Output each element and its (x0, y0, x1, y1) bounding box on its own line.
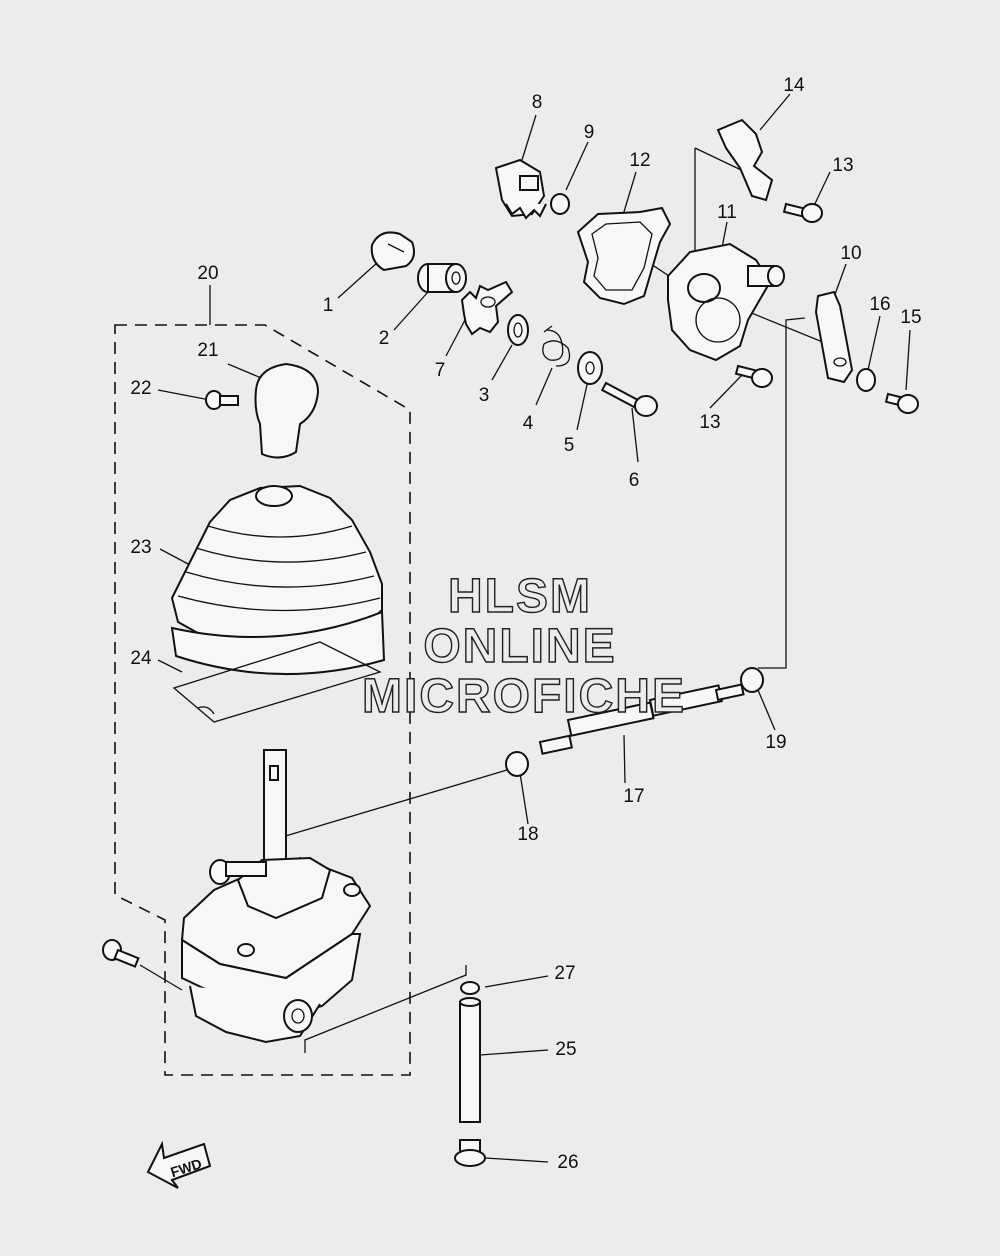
part-2-collar (417, 263, 467, 293)
part-18-nut (505, 751, 529, 777)
callout-15: 15 (900, 307, 921, 328)
callout-3: 3 (479, 385, 490, 406)
callout-1: 1 (323, 295, 334, 316)
part-27-clip (460, 981, 480, 995)
callout-17: 17 (623, 786, 644, 807)
callout-22: 22 (130, 378, 151, 399)
part-23-shift-boot (170, 484, 386, 676)
part-7-gear (460, 280, 514, 336)
callout-13-lower: 13 (699, 412, 720, 433)
part-22-screw (205, 390, 239, 410)
shift-housing-body (180, 856, 372, 1044)
part-16-washer (856, 368, 876, 392)
watermark-line-2: ONLINE (423, 620, 616, 673)
part-13-bolt-lower (734, 364, 773, 388)
part-1-stopper (370, 231, 415, 272)
callout-12: 12 (629, 150, 650, 171)
callout-24: 24 (130, 648, 152, 669)
callout-25: 25 (555, 1039, 576, 1060)
callout-20: 20 (197, 263, 218, 284)
callout-19: 19 (765, 732, 786, 753)
callout-18: 18 (517, 824, 538, 845)
callout-9: 9 (584, 122, 595, 143)
watermark: HLSM ONLINE MICROFICHE (361, 569, 686, 723)
part-11-shift-housing (667, 242, 785, 362)
part-14-clamp (716, 118, 774, 202)
shift-lever-rod (263, 749, 287, 871)
callout-8: 8 (532, 92, 543, 113)
part-21-knob (254, 362, 320, 459)
part-26-grommet (454, 1139, 486, 1167)
part-3-washer (507, 314, 529, 346)
watermark-line-1: HLSM (448, 570, 592, 623)
callouts: 1 2 3 4 5 6 7 8 9 10 11 12 13 13 14 15 1… (130, 75, 921, 1173)
callout-4: 4 (523, 413, 534, 434)
callout-26: 26 (557, 1152, 578, 1173)
callout-14: 14 (783, 75, 805, 96)
callout-23: 23 (130, 537, 151, 558)
part-19-nut (740, 667, 764, 693)
callout-11: 11 (717, 202, 737, 223)
part-10-lever (814, 290, 854, 384)
part-4-spring (542, 325, 571, 367)
part-15-bolt (884, 392, 919, 414)
part-24-gasket (172, 641, 382, 723)
part-9-o-ring (550, 193, 570, 215)
callout-6: 6 (629, 470, 640, 491)
watermark-line-3: MICROFICHE (362, 670, 686, 723)
part-5-washer (577, 351, 603, 385)
callout-2: 2 (379, 328, 390, 349)
part-6-bolt (600, 381, 658, 417)
part-8-shift-shaft (494, 158, 547, 220)
part-12-gasket (576, 206, 672, 306)
part-25-pipe (459, 997, 481, 1123)
callout-5: 5 (564, 435, 575, 456)
callout-13-upper: 13 (832, 155, 853, 176)
callout-16: 16 (869, 294, 890, 315)
part-13-bolt-upper (782, 202, 823, 223)
assembly-group-outline (114, 324, 411, 1076)
callout-27: 27 (554, 963, 575, 984)
callout-10: 10 (840, 243, 861, 264)
housing-bolt (102, 939, 140, 968)
callout-7: 7 (435, 360, 446, 381)
part-17-shift-rod (538, 683, 745, 755)
callout-21: 21 (197, 340, 218, 361)
